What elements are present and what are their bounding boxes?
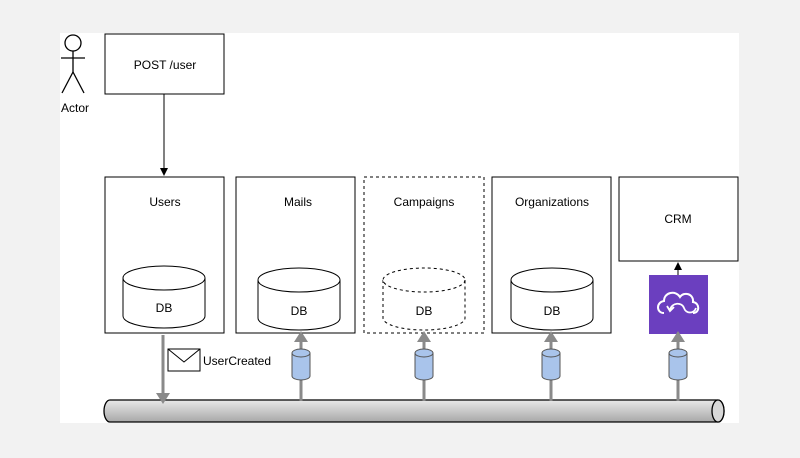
db-label-mails: DB	[290, 304, 308, 318]
publish-arrow	[156, 335, 170, 404]
actor-label: Actor	[60, 101, 90, 115]
db-cylinder-users	[122, 265, 206, 329]
queue-cylinder-icon	[291, 348, 311, 381]
db-label-organizations: DB	[543, 304, 561, 318]
endpoint-box	[104, 33, 225, 95]
db-cylinder-campaigns	[382, 267, 466, 331]
queue-cylinder-icon	[541, 348, 561, 381]
service-title-organizations: Organizations	[514, 195, 590, 209]
endpoint-label: POST /user	[133, 58, 197, 72]
envelope-icon	[167, 348, 201, 372]
db-label-users: DB	[155, 301, 173, 315]
message-label: UserCreated	[203, 354, 272, 368]
db-label-campaigns: DB	[415, 304, 433, 318]
db-cylinder-organizations	[510, 267, 594, 331]
queue-cylinder-icon	[414, 348, 434, 381]
service-title-campaigns: Campaigns	[393, 195, 455, 209]
service-title-users: Users	[149, 195, 181, 209]
cloud-sync-icon	[649, 275, 708, 334]
db-cylinder-mails	[257, 267, 341, 331]
actor-icon	[61, 34, 85, 94]
crm-box	[618, 176, 739, 262]
crm-label: CRM	[664, 212, 692, 226]
queue-cylinder-icon	[668, 348, 688, 381]
service-title-mails: Mails	[283, 195, 313, 209]
message-bus-pipe	[103, 399, 725, 423]
